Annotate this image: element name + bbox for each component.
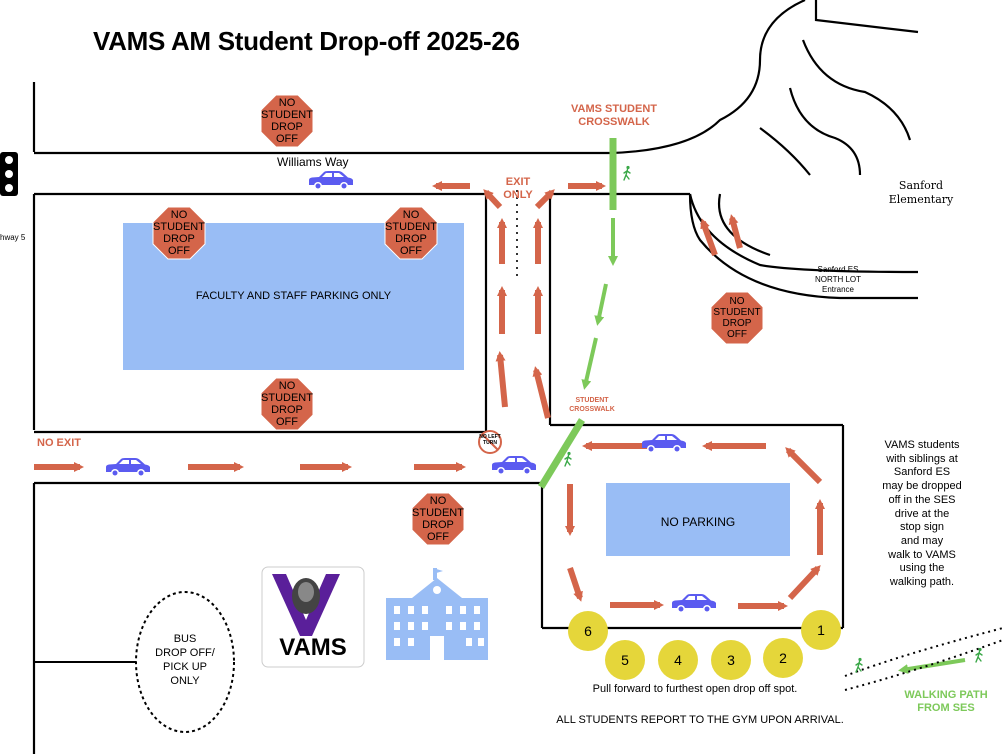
no-exit-label: NO EXIT <box>37 437 82 449</box>
pedestrian-icon <box>975 647 983 663</box>
traffic-light-icon <box>0 152 18 196</box>
siblings-note: VAMS students with siblings at Sanford E… <box>882 439 962 589</box>
car-icon <box>672 594 716 613</box>
exit-only-label: EXIT ONLY <box>503 176 533 201</box>
school-building-icon <box>386 568 488 660</box>
car-icon <box>492 456 536 475</box>
drop-off-spot: 4 <box>658 640 698 680</box>
vams-crosswalk-label: VAMS STUDENT CROSSWALK <box>571 103 657 128</box>
highway-label: hway 5 <box>0 233 26 242</box>
walking-path-label: WALKING PATH FROM SES <box>904 689 988 714</box>
page-title: VAMS AM Student Drop-off 2025-26 <box>93 26 520 56</box>
vams-logo-text: VAMS <box>279 634 347 661</box>
no-parking-area <box>606 483 790 556</box>
drop-off-spot: 5 <box>605 640 645 680</box>
pedestrian-icon <box>855 657 863 673</box>
pull-forward-note: Pull forward to furthest open drop off s… <box>592 683 798 695</box>
pedestrian-icon <box>564 451 572 467</box>
pedestrian-icon <box>623 165 631 181</box>
drop-off-spot: 1 <box>801 610 841 650</box>
report-gym-note: ALL STUDENTS REPORT TO THE GYM UPON ARRI… <box>556 714 844 726</box>
traffic-arrows <box>34 181 825 611</box>
car-icon <box>642 434 686 453</box>
drop-off-spot: 3 <box>711 640 751 680</box>
north-lot-entrance-label: Sanford ES NORTH LOT Entrance <box>814 265 862 294</box>
williams-way-label: Williams Way <box>277 155 349 169</box>
faculty-parking-label: FACULTY AND STAFF PARKING ONLY <box>195 290 392 302</box>
vams-logo <box>261 566 365 668</box>
drop-off-spot: 6 <box>568 611 608 651</box>
sanford-elementary-label: Sanford Elementary <box>888 179 954 206</box>
bus-zone-label: BUS DROP OFF/ PICK UP ONLY <box>155 633 215 687</box>
no-parking-label: NO PARKING <box>660 515 736 529</box>
no-left-turn-sign <box>478 430 502 454</box>
walking-path <box>538 138 1003 691</box>
car-icon <box>106 458 150 477</box>
road-lines <box>32 0 919 754</box>
no-left-turn-label: NO LEFT TURN <box>479 434 501 446</box>
car-icon <box>309 171 353 190</box>
student-crosswalk-label: STUDENT CROSSWALK <box>569 397 615 413</box>
drop-off-spot: 2 <box>763 638 803 678</box>
